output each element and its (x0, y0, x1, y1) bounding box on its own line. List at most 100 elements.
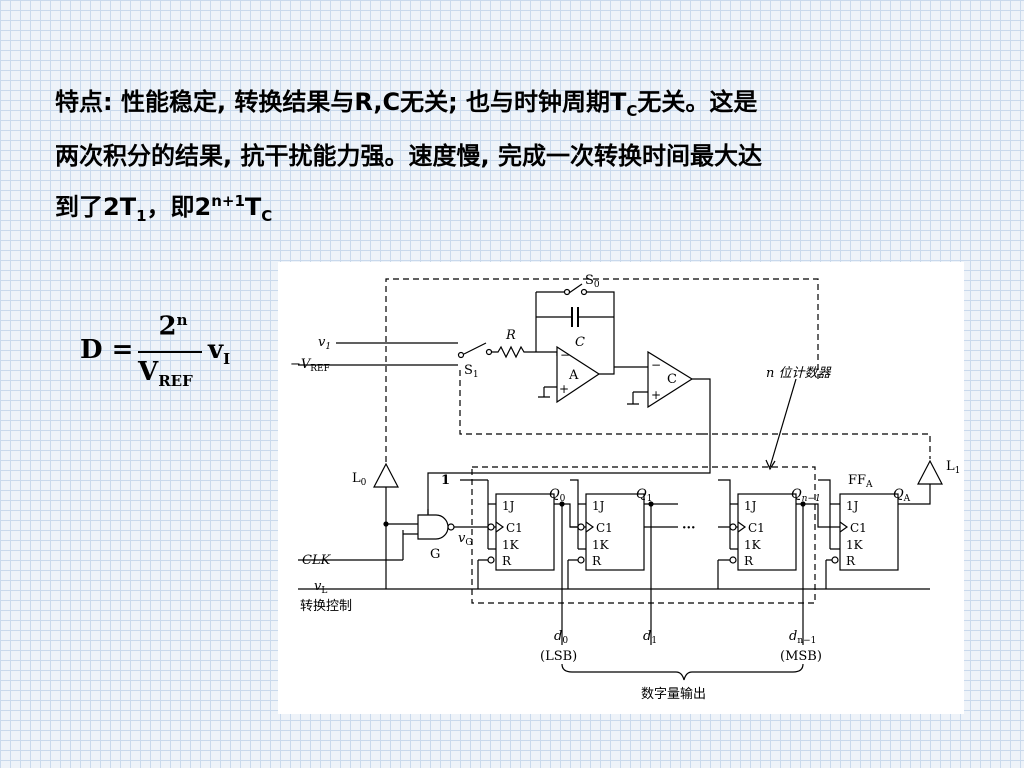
description-text: 特点: 性能稳定, 转换结果与R,C无关; 也与时钟周期TC无关。这是 两次积分… (55, 80, 985, 239)
description-line-2: 两次积分的结果, 抗干扰能力强。速度慢, 完成一次转换时间最大达 (55, 141, 762, 170)
svg-text:1J: 1J (744, 499, 757, 513)
label-digital-output: 数字量输出 (641, 686, 706, 702)
description-line-1: 特点: 性能稳定, 转换结果与R,C无关; 也与时钟周期TC无关。这是 (55, 88, 758, 120)
integrator-a (556, 345, 601, 404)
ffn1-jk-tie (718, 479, 738, 550)
svg-text:1K: 1K (744, 538, 762, 552)
label-vref: −VREF (290, 357, 330, 374)
buffer-l1 (917, 459, 943, 485)
label-integrator: A (568, 368, 579, 383)
switch-s1-contact (485, 348, 493, 356)
clk-wire (298, 530, 418, 561)
integrator-minus-sign: − (560, 348, 570, 362)
svg-text:C1: C1 (506, 521, 523, 535)
ff0-box (495, 493, 555, 571)
counter-label-arrow (769, 378, 797, 468)
comparator-c (647, 350, 694, 409)
s1-control-line (459, 370, 702, 435)
output-brace (561, 663, 804, 681)
switch-s0-left-contact (563, 288, 571, 296)
ff0-jk-tie (487, 480, 496, 550)
integrator-plus-sign: + (559, 382, 569, 396)
svg-text:C1: C1 (596, 521, 613, 535)
resistor-r (491, 345, 557, 359)
comparator-ground (627, 391, 648, 405)
svg-text:1K: 1K (846, 538, 864, 552)
ffn1-reset (717, 559, 730, 589)
label-l0: L0 (352, 471, 367, 488)
dual-slope-adc-circuit: S0 S1 v1 −VREF R C A C − + − + L0 L1 G v… (278, 262, 964, 714)
switch-s0-blade (568, 283, 583, 294)
ffa-clock (834, 521, 849, 533)
formula-denominator: VREF (138, 357, 193, 391)
label-counter: n 位计数器 (766, 365, 832, 381)
switch-s0-right-contact (580, 288, 588, 296)
label-clk: CLK (302, 553, 332, 568)
label-lsb: (LSB) (540, 649, 577, 664)
svg-text:R: R (744, 554, 754, 568)
ffa-reset (825, 559, 832, 589)
label-s1: S1 (464, 363, 479, 380)
label-l1: L1 (946, 459, 960, 476)
svg-text:R: R (592, 554, 602, 568)
label-const-one: 1 (441, 473, 450, 488)
label-msb: (MSB) (780, 649, 822, 664)
ff1-jk-tie (570, 479, 586, 550)
conversion-formula: D = 2n VREF vI (80, 305, 280, 415)
label-capacitor: C (575, 335, 585, 350)
label-d0: d0 (554, 629, 568, 646)
svg-text:1K: 1K (502, 538, 520, 552)
label-s0: S0 (585, 273, 600, 290)
label-q0: Q0 (549, 487, 566, 504)
svg-text:1J: 1J (502, 499, 515, 513)
ff1-q-wire (644, 503, 678, 528)
formula-input-voltage: vI (208, 335, 231, 369)
svg-text:1K: 1K (592, 538, 610, 552)
label-qa: QA (893, 487, 911, 504)
ffa-control-line (702, 433, 931, 459)
ffa-box (839, 493, 899, 571)
svg-text:1J: 1J (846, 499, 859, 513)
circuit-diagram: S0 S1 v1 −VREF R C A C − + − + L0 L1 G v… (290, 273, 960, 702)
label-resistor: R (505, 328, 516, 343)
label-d1: d1 (643, 629, 657, 646)
comparator-plus-sign: + (651, 388, 661, 402)
label-vg: vG (458, 531, 473, 548)
ff1-reset (567, 559, 578, 589)
ffa-jk-tie (818, 479, 840, 550)
svg-text:1J: 1J (592, 499, 605, 513)
comparator-minus-sign: − (651, 358, 661, 372)
integrator-output (599, 354, 615, 375)
formula-fraction-bar (138, 351, 202, 353)
switch-s1-blade (463, 342, 487, 355)
buffer-l0 (373, 462, 399, 488)
comparator-output-wire (427, 378, 711, 514)
svg-text:R: R (846, 554, 856, 568)
svg-text:C1: C1 (850, 521, 867, 535)
switch-s1-pivot (457, 351, 465, 359)
formula-lhs: D = (80, 335, 134, 365)
svg-text:R: R (502, 554, 512, 568)
gate-g-bubble (447, 523, 455, 531)
ff-pin-labels: 1J C1 1K R 1J C1 1K R 1J C1 1K R 1J C1 1… (502, 499, 867, 568)
s0-right-wire (586, 291, 615, 354)
label-vl: vL (314, 579, 327, 596)
label-qn1: Qn−1 (791, 487, 821, 504)
svg-text:C1: C1 (748, 521, 765, 535)
label-q1: Q1 (636, 487, 652, 504)
label-conversion-control: 转换控制 (300, 599, 352, 614)
ffn1-box (737, 493, 797, 571)
counter-box (471, 466, 816, 604)
ffn1-q-wire (796, 503, 834, 528)
label-ellipsis: ··· (682, 521, 696, 536)
label-dn1: dn−1 (789, 629, 816, 646)
label-v1: v1 (318, 335, 331, 352)
description-line-3: 到了2T1，即2n+1TC (55, 191, 273, 225)
gate-g (417, 514, 449, 540)
label-gate: G (430, 547, 440, 562)
ff0-reset (477, 559, 488, 589)
ffa-q-to-l1 (898, 484, 931, 505)
ff0-q-wire (554, 503, 578, 528)
integrator-plus-ground (538, 386, 557, 398)
label-comparator: C (667, 372, 677, 387)
